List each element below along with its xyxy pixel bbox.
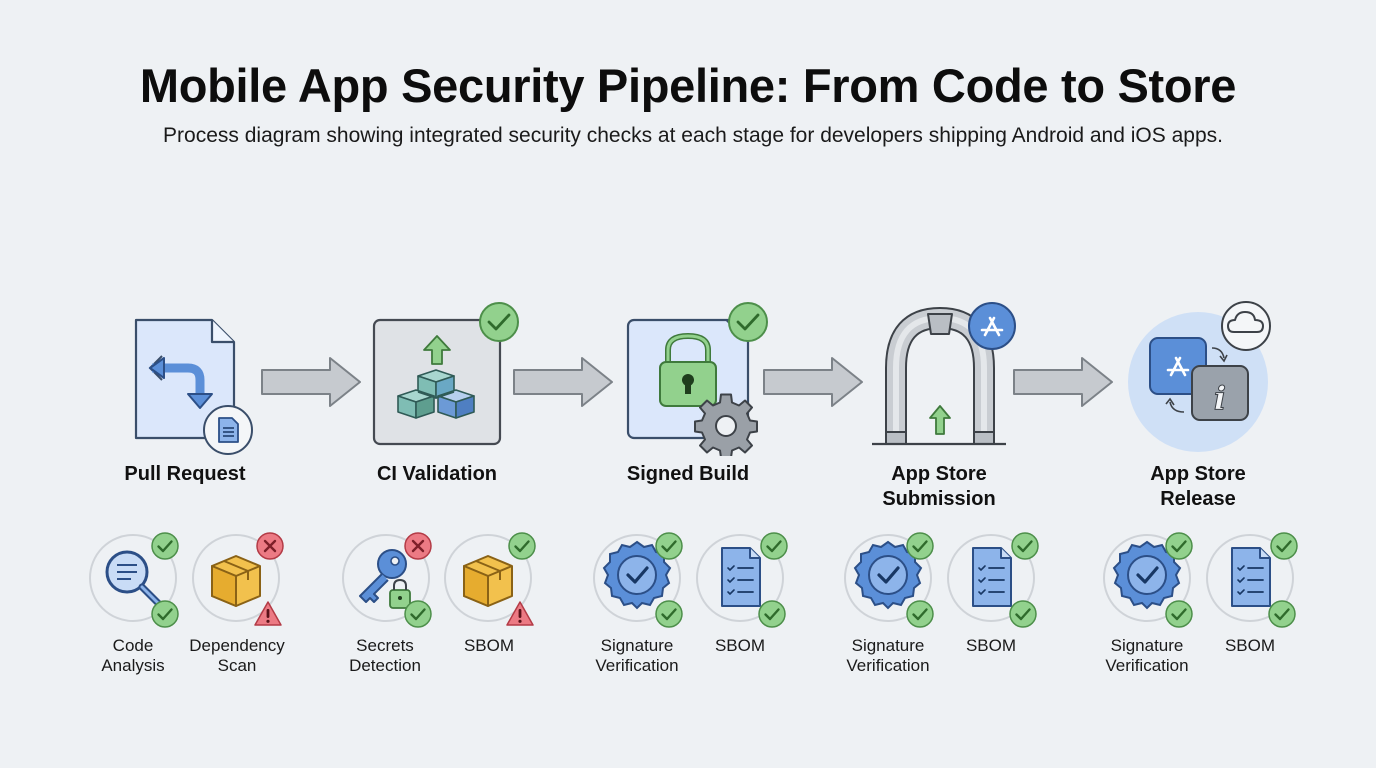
pull-request-document-icon (134, 318, 253, 455)
flow-arrow-2 (513, 357, 613, 407)
stage-label-ci-validation: CI Validation (376, 463, 498, 485)
stage-label-signed-build: Signed Build (626, 463, 750, 485)
svg-text:i: i (1214, 379, 1226, 417)
check-label-sbom-1: SBOM (463, 636, 515, 655)
signature-verification-check-icon (844, 532, 935, 628)
signed-build-lock-icon (626, 302, 768, 456)
ci-blocks-icon (372, 302, 519, 446)
code-analysis-check-icon (89, 532, 180, 628)
flow-arrow-3 (763, 357, 863, 407)
sbom-checklist-check-icon (696, 532, 789, 628)
page-title: Mobile App Security Pipeline: From Code … (139, 59, 1237, 112)
dependency-scan-check-icon (192, 532, 285, 626)
page-subtitle: Process diagram showing integrated secur… (163, 124, 1223, 147)
check-label-sbom-4: SBOM (1224, 636, 1276, 655)
signature-verification-check-icon (1103, 532, 1194, 628)
signature-verification-check-icon (593, 532, 684, 628)
stage-label-pull-request: Pull Request (124, 463, 246, 485)
sbom-checklist-check-icon (947, 532, 1040, 628)
secrets-detection-check-icon (342, 532, 433, 628)
flow-arrow-4 (1013, 357, 1113, 407)
sbom-package-check-icon (444, 532, 537, 626)
check-label-sbom-3: SBOM (965, 636, 1017, 655)
flow-arrow-1 (261, 357, 361, 407)
check-label-sbom-2: SBOM (714, 636, 766, 655)
release-store-icon: i (1128, 301, 1271, 452)
submission-gate-icon (872, 302, 1016, 446)
sbom-checklist-check-icon (1206, 532, 1299, 628)
